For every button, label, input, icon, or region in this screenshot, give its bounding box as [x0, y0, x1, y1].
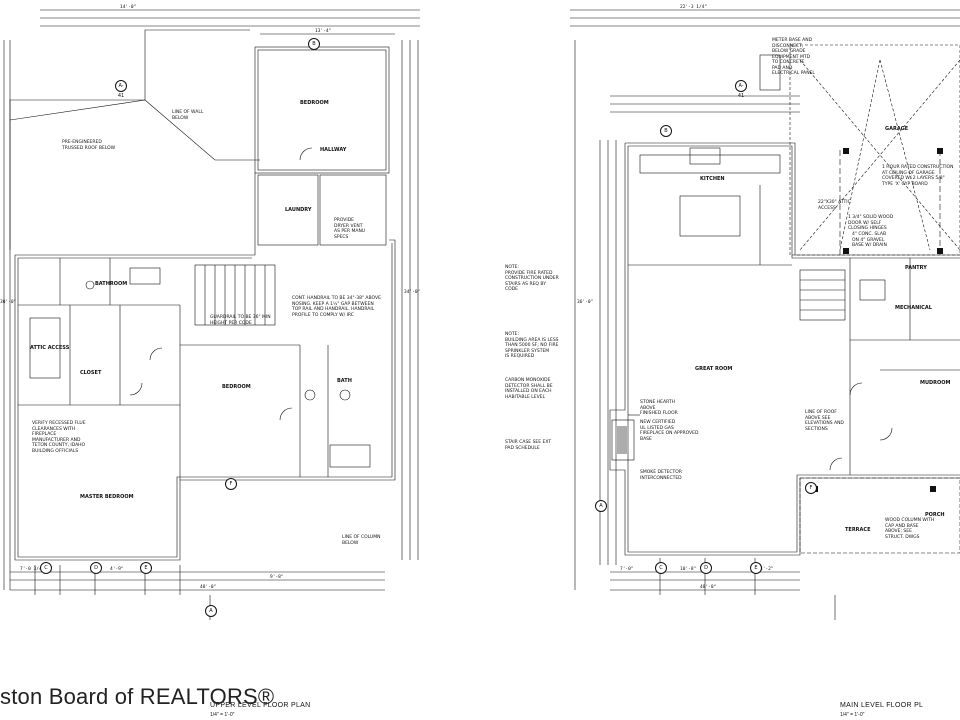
room-kitchen: KITCHEN: [700, 176, 725, 182]
room-terrace: TERRACE: [845, 527, 871, 533]
note-meter-base: METER BASE AND DISCONNECT, BELOW GRADE E…: [772, 38, 815, 76]
section-bubble-upper: A-41: [115, 80, 127, 99]
main-plan-title: MAIN LEVEL FLOOR PL: [840, 702, 924, 709]
room-porch: PORCH: [925, 512, 945, 518]
note-garage-slab: 4" CONC. SLAB ON 4" GRAVEL BASE W/ DRAIN: [852, 232, 887, 248]
note-column-line: LINE OF COLUMN BELOW: [342, 535, 381, 546]
room-attic-access: ATTIC ACCESS: [30, 345, 70, 351]
note-gas-fireplace: NEW CERTIFIED UL LISTED GAS FIREPLACE ON…: [640, 420, 699, 442]
note-stair: STAIR CASE SEE EXT PAD SCHEDULE: [505, 440, 552, 451]
note-one-hour: 1 HOUR RATED CONSTRUCTION AT CEILING OF …: [882, 165, 954, 187]
room-hallway: HALLWAY: [320, 147, 347, 153]
note-line-of-wall: LINE OF WALL BELOW: [172, 110, 204, 121]
note-line-of-roof: LINE OF ROOF ABOVE SEE ELEVATIONS AND SE…: [805, 410, 844, 432]
room-bedroom-mid: BEDROOM: [222, 384, 251, 390]
note-hearth: STONE HEARTH ABOVE FINISHED FLOOR: [640, 400, 678, 416]
grid-bubble-upper-e: E: [140, 562, 152, 574]
dim-main-bottom-b: 10'-8": [680, 567, 697, 572]
note-provide-fire: NOTE: PROVIDE FIRE RATED CONSTRUCTION UN…: [505, 265, 559, 292]
grid-bubble-main-b: B: [660, 125, 672, 137]
note-handrail: CONT. HANDRAIL TO BE 34"-38" ABOVE NOSIN…: [292, 296, 381, 318]
room-master-bedroom: MASTER BEDROOM: [80, 494, 134, 500]
section-bubble-main-side: A: [595, 500, 607, 512]
note-guardrail: GUARDRAIL TO BE 36" MIN HEIGHT PER CODE: [210, 315, 271, 326]
grid-bubble-main-d: D: [700, 562, 712, 574]
dim-upper-top-right: 13'-4": [315, 29, 332, 34]
dim-main-bottom-overall: 48'-0": [700, 585, 717, 590]
room-bedroom-top: BEDROOM: [300, 100, 329, 106]
dim-upper-right-overall: 34'-0": [404, 290, 421, 295]
grid-bubble-main-e: E: [750, 562, 762, 574]
room-great-room: GREAT ROOM: [695, 366, 733, 372]
grid-bubble-upper-d: D: [90, 562, 102, 574]
dim-upper-bottom-c: 9'-8": [270, 575, 284, 580]
watermark: ston Board of REALTORS®: [0, 684, 275, 709]
note-fireplace: VERIFY RECESSED FLUE CLEARANCES WITH FIR…: [32, 421, 86, 454]
dim-main-bottom-a: 7'-0": [620, 567, 634, 572]
note-area: NOTE: BUILDING AREA IS LESS THAN 5000 SF…: [505, 332, 559, 359]
note-carbon-monoxide: CARBON MONOXIDE DETECTOR SHALL BE INSTAL…: [505, 378, 553, 400]
dim-main-bottom-c: 4'-2": [760, 567, 774, 572]
grid-bubble-main-c: C: [655, 562, 667, 574]
room-closet: CLOSET: [80, 370, 102, 376]
room-pantry: PANTRY: [905, 265, 927, 271]
upper-plan-scale: 1/4" = 1'-0": [210, 712, 235, 718]
room-mechanical: MECHANICAL: [895, 305, 932, 311]
section-bubble-main: A-41: [735, 80, 747, 99]
dim-upper-bottom-a: 7'-0 3/4": [20, 567, 45, 572]
grid-bubble-upper-b: B: [308, 38, 320, 50]
note-pre-engineered: PRE-ENGINEERED TRUSSED ROOF BELOW: [62, 140, 116, 151]
note-attic-access: 22"X30" ATTIC ACCESS: [818, 200, 851, 211]
room-mudroom: MUDROOM: [920, 380, 951, 386]
note-smoke: SMOKE DETECTOR INTERCONNECTED: [640, 470, 682, 481]
note-provide-dryer: PROVIDE DRYER VENT AS PER MANU SPECS: [334, 218, 366, 240]
room-garage: GARAGE: [885, 126, 909, 132]
upper-plan-title: UPPER LEVEL FLOOR PLAN: [210, 702, 311, 709]
grid-bubble-upper-f: F: [225, 478, 237, 490]
dim-main-left-overall: 36'-0": [577, 300, 594, 305]
dim-main-top-overall: 22'-3 1/4": [680, 5, 708, 10]
dim-upper-bottom-b: 4'-9": [110, 567, 124, 572]
note-fire-door: 1 3/4" SOLID WOOD DOOR W/ SELF CLOSING H…: [848, 215, 894, 231]
room-bath: BATH: [337, 378, 352, 384]
grid-bubble-main-f: F: [805, 482, 817, 494]
room-laundry: LAUNDRY: [285, 207, 312, 213]
section-bubble-upper-bottom: A: [205, 605, 217, 617]
main-plan-scale: 1/4" = 1'-0": [840, 712, 865, 718]
dim-upper-bottom-overall: 48'-0": [200, 585, 217, 590]
dim-upper-left-overall: 30'-0": [0, 300, 17, 305]
room-bathroom: BATHROOM: [95, 281, 128, 287]
grid-bubble-upper-c: C: [40, 562, 52, 574]
dim-upper-top-overall: 14'-0": [120, 5, 137, 10]
note-wood-column: WOOD COLUMN WITH CAP AND BASE ABOVE; SEE…: [885, 518, 935, 540]
